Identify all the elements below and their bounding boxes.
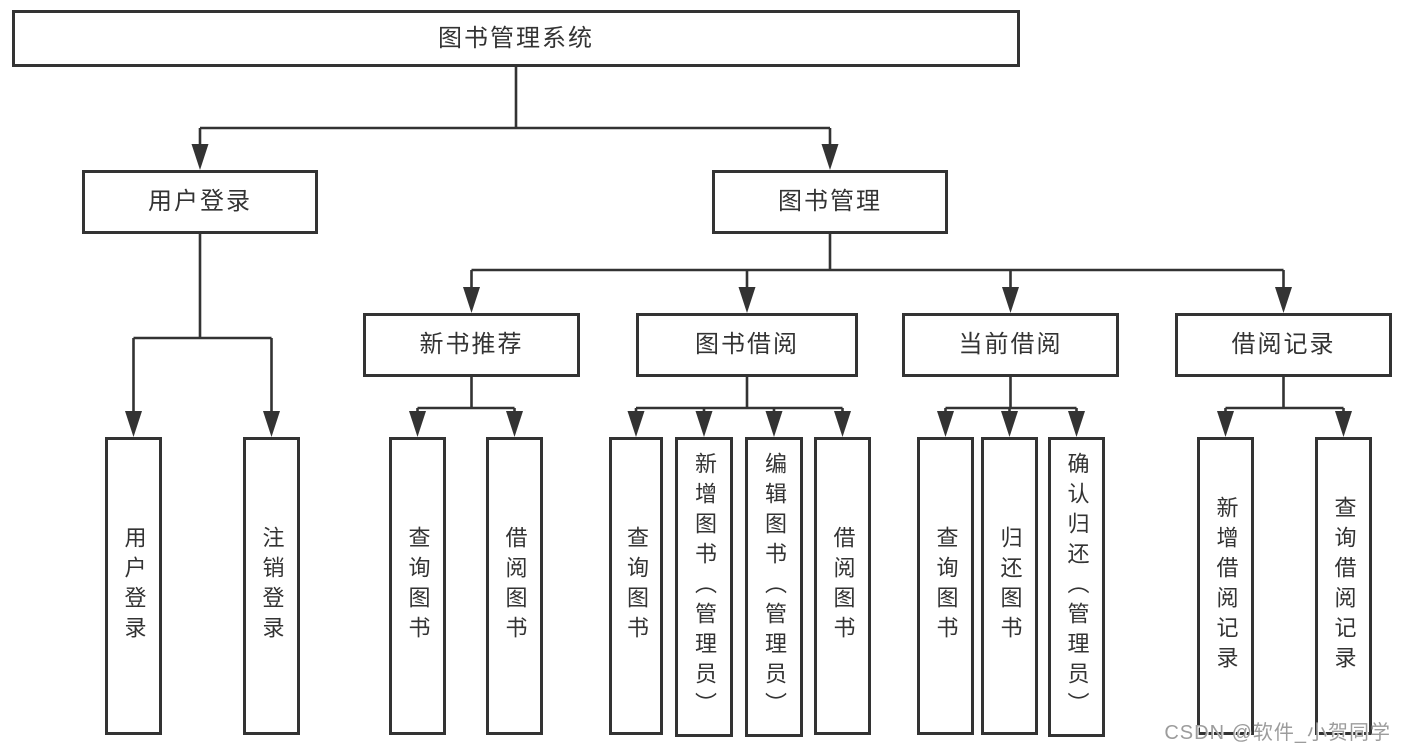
node-new-book-recommend: 新书推荐 bbox=[363, 313, 580, 377]
node-label: 查询图书 bbox=[405, 526, 431, 646]
arrow-down-icon bbox=[834, 411, 851, 437]
node-book-management: 图书管理 bbox=[712, 170, 948, 234]
leaf-query-books-2: 查询图书 bbox=[609, 437, 663, 735]
leaf-query-borrow-record: 查询借阅记录 bbox=[1315, 437, 1372, 735]
arrow-down-icon bbox=[1275, 287, 1292, 313]
arrow-down-icon bbox=[937, 411, 954, 437]
arrow-down-icon bbox=[1335, 411, 1352, 437]
node-label: 用户登录 bbox=[121, 526, 147, 646]
arrow-down-icon bbox=[506, 411, 523, 437]
arrow-down-icon bbox=[1217, 411, 1234, 437]
arrow-down-icon bbox=[765, 411, 783, 437]
arrow-down-icon bbox=[821, 144, 839, 170]
leaf-logout: 注销登录 bbox=[243, 437, 300, 735]
arrow-down-icon bbox=[125, 411, 142, 437]
leaf-query-books-1: 查询图书 bbox=[389, 437, 446, 735]
leaf-borrow-books-2: 借阅图书 bbox=[814, 437, 871, 735]
connector-book-borrow-to-leaves bbox=[634, 377, 844, 416]
node-label: 借阅图书 bbox=[502, 526, 528, 646]
leaf-add-borrow-record: 新增借阅记录 bbox=[1197, 437, 1254, 735]
leaf-confirm-return-admin: 确认归还（管理员） bbox=[1048, 437, 1105, 737]
node-label: 图书管理系统 bbox=[438, 24, 594, 52]
node-label: 注销登录 bbox=[259, 526, 285, 646]
arrow-down-icon bbox=[409, 411, 426, 437]
node-user-login: 用户登录 bbox=[82, 170, 318, 234]
node-label: 当前借阅 bbox=[958, 331, 1063, 358]
node-label: 查询借阅记录 bbox=[1331, 496, 1357, 676]
node-label: 编辑图书（管理员） bbox=[762, 452, 787, 722]
node-label: 查询图书 bbox=[933, 526, 959, 646]
connector-current-borrow-to-leaves bbox=[944, 377, 1078, 416]
node-label: 图书借阅 bbox=[695, 331, 799, 358]
leaf-return-books: 归还图书 bbox=[981, 437, 1038, 735]
connector-new-rec-to-leaves bbox=[416, 377, 516, 416]
arrow-down-icon bbox=[463, 287, 480, 313]
leaf-add-books-admin: 新增图书（管理员） bbox=[675, 437, 733, 737]
node-label: 新增借阅记录 bbox=[1213, 496, 1239, 676]
node-label: 用户登录 bbox=[148, 188, 252, 215]
leaf-user-login: 用户登录 bbox=[105, 437, 162, 735]
arrow-down-icon bbox=[191, 144, 209, 170]
arrow-down-icon bbox=[1068, 411, 1085, 437]
connector-book-mgmt-to-level3 bbox=[470, 234, 1285, 293]
arrow-down-icon bbox=[738, 287, 756, 313]
arrow-down-icon bbox=[627, 411, 645, 437]
arrow-down-icon bbox=[695, 411, 713, 437]
node-label: 归还图书 bbox=[997, 526, 1023, 646]
connector-root-to-level2 bbox=[198, 67, 832, 150]
connector-borrow-records-to-leaves bbox=[1224, 377, 1345, 416]
leaf-query-books-3: 查询图书 bbox=[917, 437, 974, 735]
arrow-down-icon bbox=[1002, 287, 1019, 313]
leaf-borrow-books-1: 借阅图书 bbox=[486, 437, 543, 735]
node-book-borrowing: 图书借阅 bbox=[636, 313, 858, 377]
arrow-down-icon bbox=[263, 411, 280, 437]
node-current-borrowing: 当前借阅 bbox=[902, 313, 1119, 377]
node-label: 图书管理 bbox=[778, 188, 882, 215]
leaf-edit-books-admin: 编辑图书（管理员） bbox=[745, 437, 803, 737]
csdn-watermark: CSDN @软件_小贺同学 bbox=[1164, 722, 1391, 744]
node-library-system: 图书管理系统 bbox=[12, 10, 1020, 67]
node-label: 借阅图书 bbox=[830, 526, 856, 646]
connector-user-login-to-leaves bbox=[132, 234, 273, 416]
node-borrow-records: 借阅记录 bbox=[1175, 313, 1392, 377]
node-label: 新书推荐 bbox=[419, 331, 524, 358]
node-label: 新增图书（管理员） bbox=[692, 452, 717, 722]
arrow-down-icon bbox=[1001, 411, 1018, 437]
node-label: 确认归还（管理员） bbox=[1064, 452, 1090, 722]
node-label: 查询图书 bbox=[624, 526, 649, 646]
node-label: 借阅记录 bbox=[1231, 331, 1336, 358]
